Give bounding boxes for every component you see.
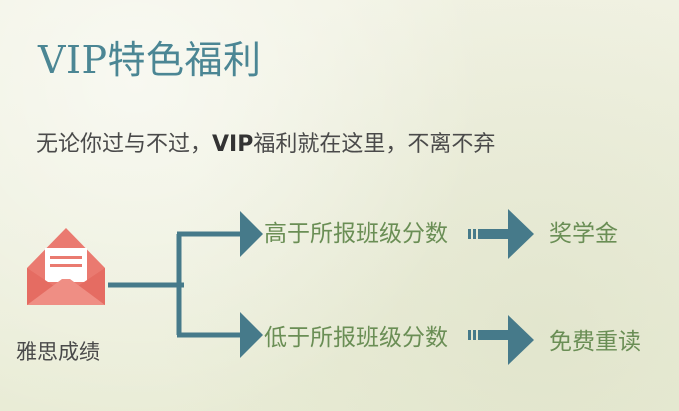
- condition-label-lower: 低于所报班级分数: [264, 325, 448, 351]
- arrow-upper-result: [468, 209, 534, 259]
- source-label: 雅思成绩: [16, 340, 100, 364]
- subtitle-suffix: 福利就在这里，不离不弃: [253, 132, 496, 157]
- arrow-lower-result: [468, 315, 534, 365]
- page-title: VIP特色福利: [38, 38, 262, 82]
- subtitle-vip: VIP: [212, 132, 254, 157]
- arrow-lower: [177, 312, 263, 358]
- subtitle-prefix: 无论你过与不过，: [36, 132, 213, 157]
- result-label-lower: 免费重读: [549, 329, 641, 355]
- envelope-icon: [27, 228, 105, 305]
- subtitle: 无论你过与不过，VIP福利就在这里，不离不弃: [36, 130, 495, 160]
- condition-label-upper: 高于所报班级分数: [264, 221, 448, 247]
- arrow-upper: [177, 211, 263, 257]
- result-label-upper: 奖学金: [549, 221, 618, 247]
